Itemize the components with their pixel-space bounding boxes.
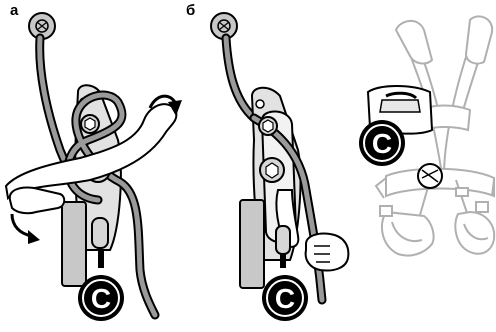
hand-a [8, 186, 66, 215]
badge-a-symbol: C [91, 283, 111, 314]
connector-carabiner-a [91, 217, 109, 268]
anchor-carabiner-a [28, 12, 56, 40]
auto-lock-badge-b: C [262, 275, 308, 321]
harness-ventral-device [417, 163, 443, 189]
badge-harness-symbol: C [372, 128, 392, 159]
auto-lock-badge-a: C [78, 275, 124, 321]
cam-upper-a [80, 114, 100, 134]
panel-b-illustration [210, 12, 350, 305]
panel-a-illustration [4, 12, 182, 320]
badge-b-symbol: C [275, 283, 295, 314]
hand-b [304, 232, 350, 272]
connector-carabiner-b [275, 225, 291, 268]
cam-upper-b [258, 116, 278, 136]
cam-lower-b [259, 157, 285, 183]
auto-lock-badge-harness: C [359, 120, 405, 166]
anchor-carabiner-b [210, 12, 238, 40]
panel-a-label: а [10, 2, 19, 19]
harness-illustration [374, 15, 496, 257]
panel-b-label: б [186, 2, 196, 19]
